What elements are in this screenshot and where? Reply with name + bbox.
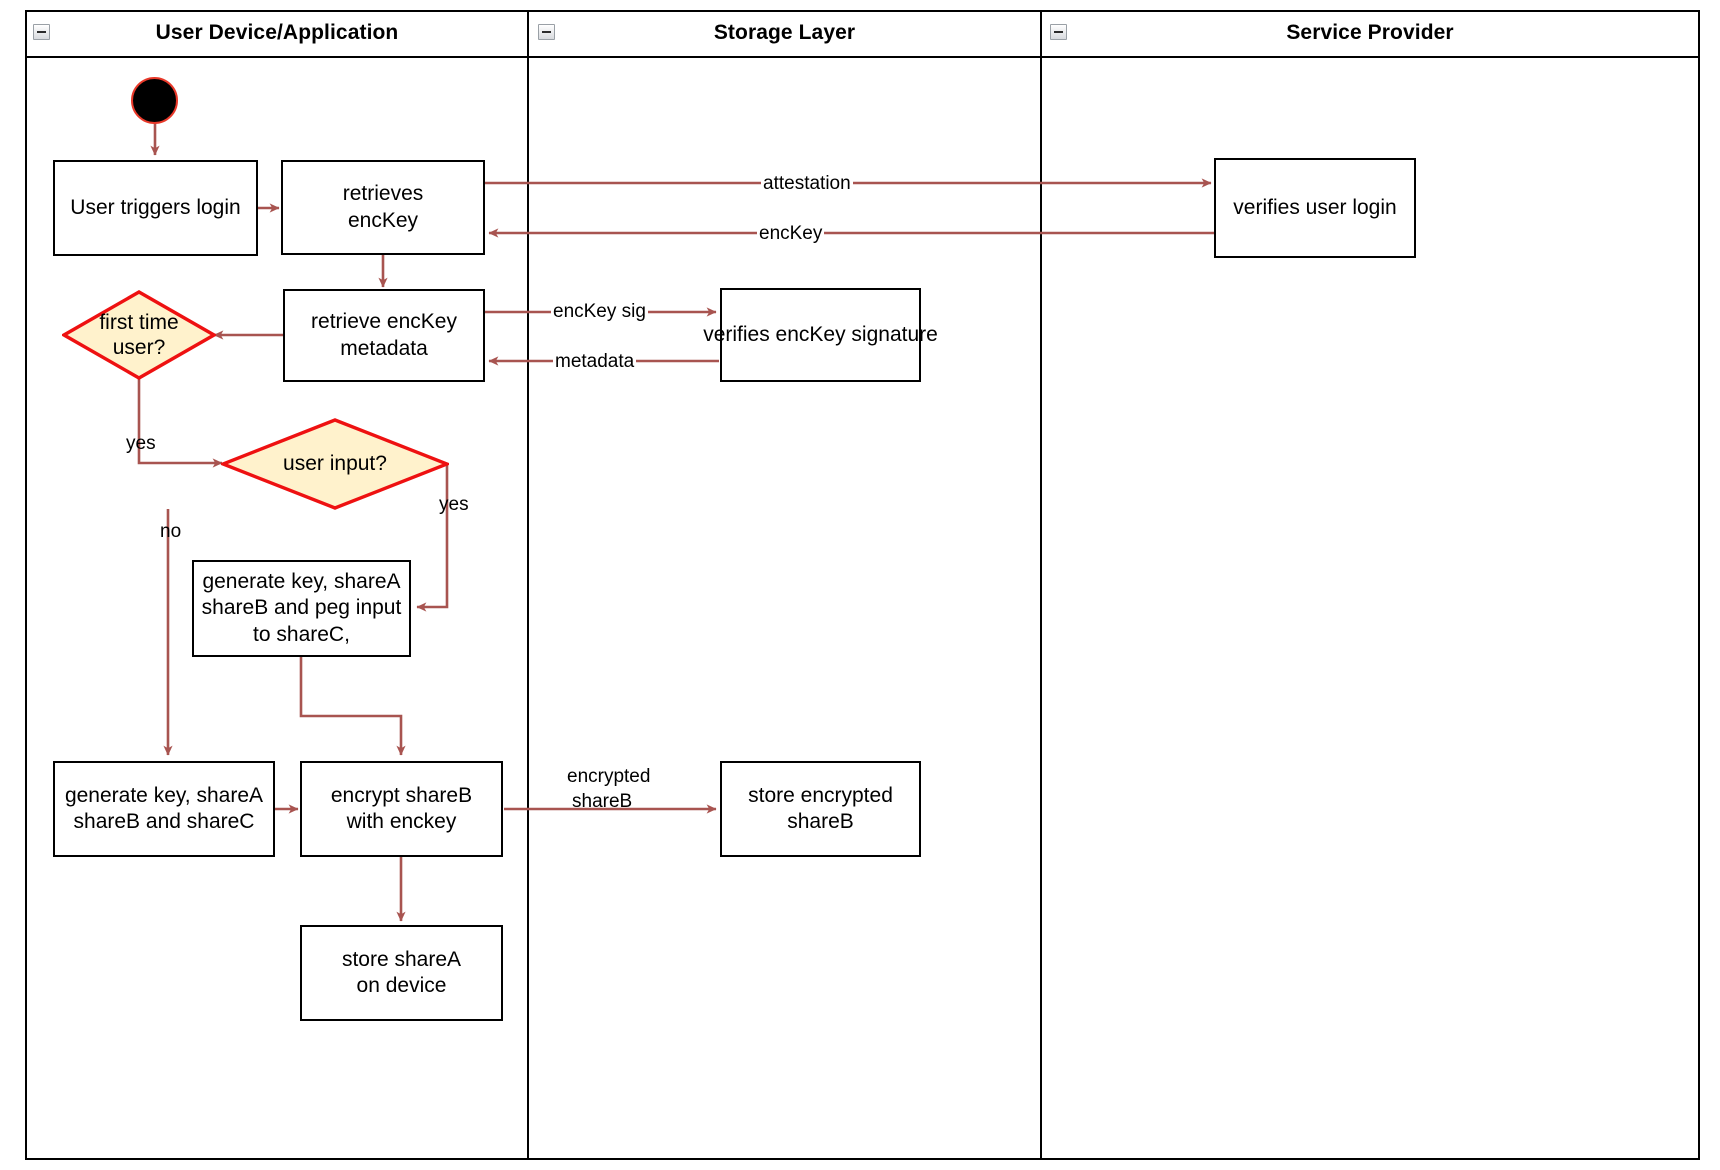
- action-store-encrypted-shareb[interactable]: store encrypted shareB: [720, 761, 921, 857]
- action-label-line2: shareB and peg input: [201, 596, 402, 620]
- lane-divider-1: [527, 10, 529, 1160]
- action-label-line1: store encrypted: [748, 783, 893, 807]
- lane-title-service-provider: Service Provider: [1286, 21, 1454, 44]
- action-retrieve-enckey-metadata[interactable]: retrieve encKey metadata: [283, 289, 485, 382]
- collapse-minus-icon-storage[interactable]: [538, 24, 555, 40]
- action-label-line1: retrieves: [342, 182, 424, 206]
- action-label-line1: store shareA: [341, 947, 462, 971]
- decision-user-input[interactable]: user input?: [221, 418, 449, 510]
- edge-label-yes-user-input: yes: [439, 494, 469, 515]
- action-label: User triggers login: [70, 195, 241, 219]
- action-label: verifies encKey signature: [703, 322, 938, 346]
- edge-label-encrypted-shareb-line2: shareB: [572, 791, 633, 812]
- action-generate-key-peg-input[interactable]: generate key, shareA shareB and peg inpu…: [192, 560, 411, 657]
- edge-label-encrypted-shareb-line1: encrypted: [565, 766, 653, 788]
- lane-header-storage: Storage Layer: [529, 10, 1040, 58]
- start-node: [131, 77, 178, 124]
- action-label-line2: encKey: [347, 208, 419, 232]
- action-label-line1: retrieve encKey: [311, 310, 457, 334]
- lane-header-service-provider: Service Provider: [1042, 10, 1698, 58]
- edge-label-attestation: attestation: [761, 173, 853, 195]
- edge-label-enckey-sig: encKey sig: [551, 301, 648, 323]
- action-verifies-enckey-signature[interactable]: verifies encKey signature: [703, 288, 938, 382]
- action-generate-key-shares[interactable]: generate key, shareA shareB and shareC: [53, 761, 275, 857]
- decision-label: first time user?: [62, 290, 216, 380]
- edge-label-metadata: metadata: [553, 351, 637, 373]
- action-label-line1: generate key, shareA: [202, 570, 401, 594]
- swimlane-frame: [25, 10, 1700, 1160]
- decision-label-line1: first time: [99, 310, 179, 334]
- action-label-line2: shareB: [787, 810, 854, 833]
- action-retrieves-enckey[interactable]: retrieves encKey: [281, 160, 485, 255]
- decision-label: user input?: [221, 418, 449, 510]
- edge-label-enckey: encKey: [757, 223, 825, 245]
- collapse-minus-icon-user-device[interactable]: [33, 24, 50, 40]
- decision-label-line2: user?: [112, 336, 166, 359]
- diamond-shape: [62, 290, 216, 380]
- action-label: verifies user login: [1233, 195, 1397, 219]
- action-label-line2: metadata: [340, 336, 428, 360]
- lane-title-storage: Storage Layer: [713, 21, 856, 44]
- lane-divider-2: [1040, 10, 1042, 1160]
- action-user-triggers-login[interactable]: User triggers login: [53, 160, 258, 256]
- decision-first-time-user[interactable]: first time user?: [62, 290, 216, 380]
- edge-label-no-user-input: no: [160, 521, 182, 542]
- edge-label-yes-first-time-user: yes: [126, 433, 156, 454]
- action-label-line2: on device: [356, 974, 447, 997]
- lane-header-user-device: User Device/Application: [25, 10, 529, 58]
- action-label-line1: encrypt shareB: [330, 783, 473, 807]
- action-label-line1: generate key, shareA: [64, 783, 264, 807]
- action-label-line2: with enckey: [346, 810, 457, 833]
- lane-title-user-device: User Device/Application: [155, 21, 399, 44]
- decision-label-line1: user input?: [283, 452, 387, 476]
- action-label-line3: to shareC,: [253, 622, 350, 646]
- action-verifies-user-login[interactable]: verifies user login: [1214, 158, 1416, 258]
- action-label-line2: shareB and shareC: [73, 810, 255, 833]
- action-encrypt-shareb[interactable]: encrypt shareB with enckey: [300, 761, 503, 857]
- diamond-shape: [221, 418, 449, 510]
- collapse-minus-icon-service-provider[interactable]: [1050, 24, 1067, 40]
- action-store-sharea-on-device[interactable]: store shareA on device: [300, 925, 503, 1021]
